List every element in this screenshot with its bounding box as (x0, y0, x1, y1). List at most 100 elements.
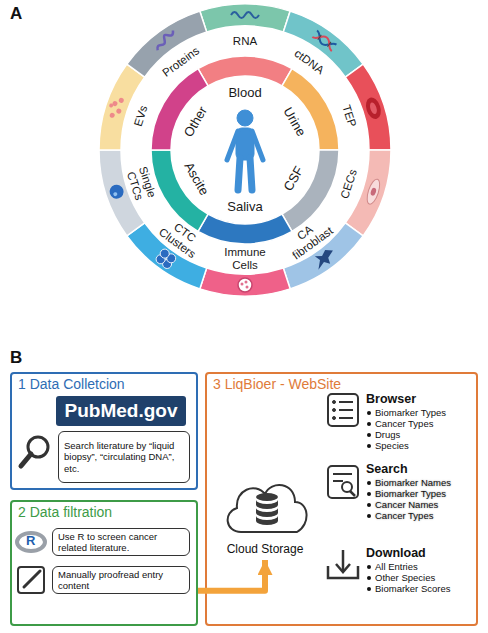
list-line (333, 480, 343, 482)
figure-head (237, 110, 253, 126)
list-dot (333, 401, 336, 404)
segment-shape (151, 56, 339, 244)
list-item: Species (366, 440, 474, 451)
note-box: Search literature by “liquid biopsy”, “c… (58, 431, 190, 483)
analyte-segment: Proteins (99, 4, 391, 296)
download-head (336, 564, 350, 572)
list-item: Other Species (366, 572, 474, 583)
fibroblast-body (311, 246, 338, 272)
step-panel: 1 Data ColletcionPubMed.govSearch litera… (10, 372, 198, 490)
panel-heading: 1 Data Colletcion (18, 376, 125, 392)
dna-icon (312, 31, 336, 52)
platelet-body (363, 96, 383, 121)
cell-body (365, 178, 383, 206)
icon-frame (328, 394, 358, 426)
database-layer (256, 508, 278, 517)
magnifier-lens (342, 482, 352, 492)
cloud-outline (228, 485, 307, 532)
cloud-label: Cloud Storage (215, 542, 315, 556)
dna-rung (318, 35, 322, 40)
ring-segment (198, 56, 292, 86)
download-tray (328, 566, 358, 578)
figure-arm (227, 131, 238, 160)
database-layer (256, 516, 278, 525)
note-text: Manually proofread entry content (58, 569, 184, 592)
tumor-cell (158, 247, 171, 260)
cell-granule (246, 286, 249, 289)
platelet-icon (363, 96, 383, 121)
segment-label: Blood (215, 86, 275, 101)
panel-letter: A (10, 4, 22, 24)
tumor-cell (161, 258, 174, 271)
magnifier-handle (21, 454, 31, 466)
tumor-cell (154, 253, 167, 266)
ring-segment (198, 214, 292, 244)
browser-icon (328, 394, 358, 426)
protein-icon (153, 30, 177, 51)
note-box: Manually proofread entry content (52, 566, 190, 594)
vesicle-icon (106, 95, 126, 120)
r-logo-ring (17, 533, 45, 551)
list-item: Biomarker Types (366, 407, 474, 418)
rna-strand (231, 12, 259, 18)
cell-body (238, 278, 252, 292)
segment-label: Immune Cells (218, 246, 272, 272)
magnifier-handle (350, 491, 355, 496)
fibroblast-icon (311, 246, 338, 272)
list-line (333, 473, 352, 475)
protein-ribbon (153, 30, 177, 51)
note-text: Use R to screen cancer related literatur… (58, 531, 184, 554)
list-item: Biomarker Types (366, 488, 474, 499)
cell-nucleus (370, 187, 377, 196)
segment-shape (99, 4, 391, 296)
list-dot (333, 409, 336, 412)
cloud-storage: Cloud Storage (215, 476, 315, 560)
list-item: Cancer Types (366, 510, 474, 521)
search-icon (328, 466, 358, 498)
database-icon (256, 493, 278, 525)
sample-segment: Other (151, 56, 339, 244)
ring-segment (200, 4, 290, 32)
note-frame (18, 567, 44, 593)
figure-leg (238, 158, 240, 190)
human-figure (227, 110, 263, 190)
database-top (256, 493, 278, 501)
list-line (339, 409, 353, 411)
step-panel: 2 Data filtrationUse R to screen cancer … (10, 500, 198, 626)
panel-heading: 2 Data filtration (18, 504, 112, 520)
list-dot (333, 417, 336, 420)
ctc-cluster-icon (154, 247, 177, 270)
cloud-shape (215, 476, 315, 536)
list-heading: Browser (366, 392, 474, 407)
single-ctc-icon (108, 183, 126, 201)
pencil-body (24, 571, 40, 587)
platelet-center (369, 102, 378, 115)
list-item: All Entries (366, 561, 474, 572)
tumor-cell (165, 252, 178, 265)
list-item: Cancer Names (366, 499, 474, 510)
list-heading: Download (366, 546, 474, 561)
cell-granule (245, 281, 248, 284)
vesicle (109, 103, 114, 108)
note-box: Use R to screen cancer related literatur… (52, 528, 190, 556)
figure-leg (250, 158, 252, 190)
segment-label: Saliva (215, 200, 275, 215)
logo-text: PubMed.gov (65, 400, 178, 422)
vesicle (116, 108, 122, 114)
list-item: Biomarker Scores (366, 583, 474, 594)
panel-letter: B (10, 348, 22, 368)
download-shaft (342, 550, 345, 571)
feature-list: BrowserBiomarker TypesCancer TypesDrugsS… (366, 392, 474, 452)
list-item: Cancer Types (366, 418, 474, 429)
ring-segment (200, 268, 290, 296)
vesicle (109, 112, 115, 118)
download-icon (328, 550, 358, 578)
cell-granule (241, 283, 244, 286)
feature-list: SearchBiomarker NamesBiomarker TypesCanc… (366, 462, 474, 524)
figure-torso (236, 128, 254, 160)
endothelial-cell-icon (365, 178, 383, 206)
vesicle (118, 97, 124, 103)
list-line (339, 417, 353, 419)
